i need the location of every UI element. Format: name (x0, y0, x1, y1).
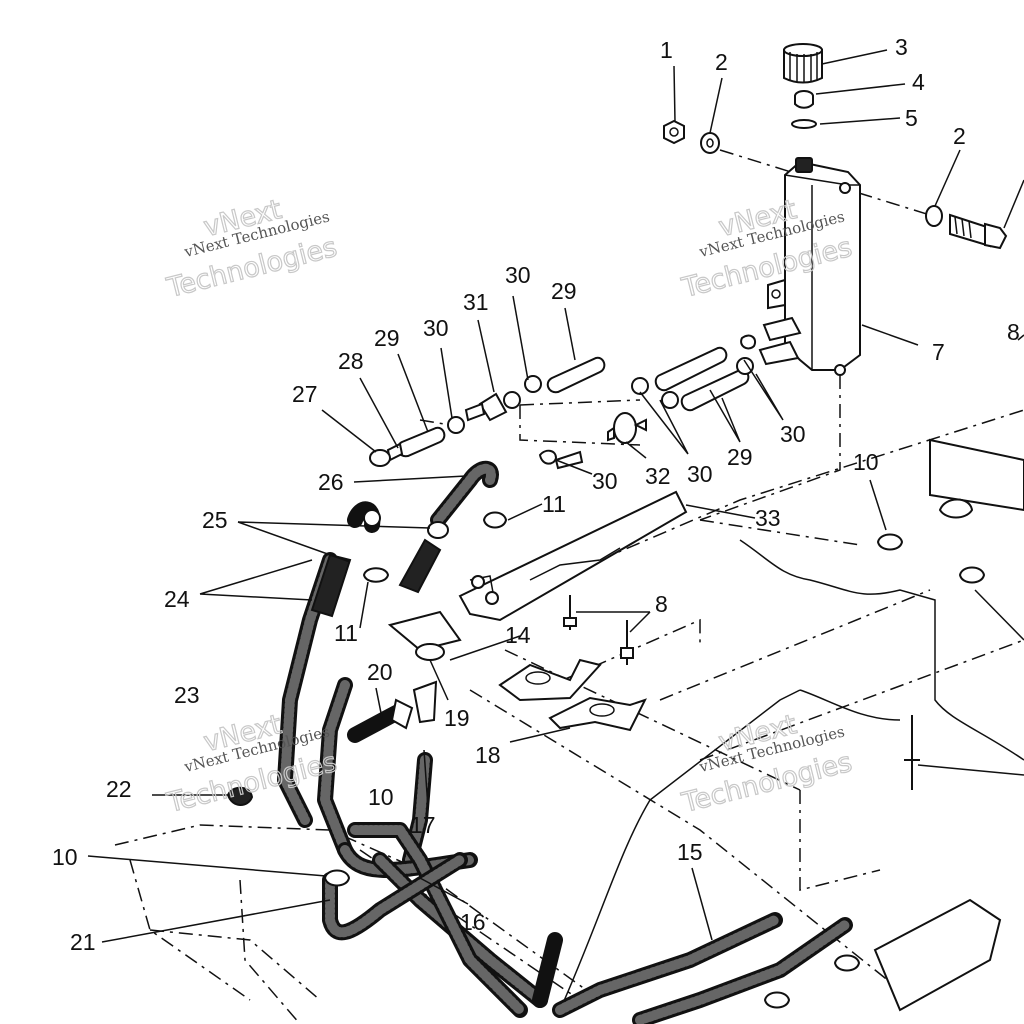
callout-29: 29 (727, 444, 753, 470)
callout-30: 30 (592, 468, 618, 494)
callout-10: 10 (52, 844, 78, 870)
hose-part-26 (430, 460, 499, 528)
fitting-part-30-d (524, 375, 542, 393)
callout-30: 30 (423, 315, 449, 341)
frame-bracket-right (873, 438, 1024, 1012)
fitting-part-30-a (740, 334, 756, 350)
hose-part-20-fitting (347, 698, 414, 743)
watermark-bottom-right: vNext Technologies vNext Technologies (678, 709, 856, 820)
hose-part-20 (317, 677, 353, 858)
bracket-part-18 (498, 658, 647, 732)
mount-bracket-part-33 (458, 490, 688, 622)
callout-10: 10 (853, 449, 879, 475)
callout-30: 30 (780, 421, 806, 447)
callout-17: 17 (410, 812, 436, 838)
callout-32: 32 (645, 463, 671, 489)
clamp-part-11 (362, 511, 508, 583)
fitting-part-30-b (631, 357, 754, 409)
valve-part-32 (607, 412, 647, 444)
callout-26: 26 (318, 469, 344, 495)
o-ring-part-5 (791, 119, 817, 129)
clamp-part-10 (323, 533, 986, 1009)
callout-23: 23 (174, 682, 200, 708)
callout-30: 30 (687, 461, 713, 487)
fitting-part-24 (310, 538, 442, 618)
reservoir-cap-part-3 (783, 43, 823, 84)
callout-1: 1 (660, 37, 673, 63)
watermark-top-left: vNext Technologies vNext Technologies (163, 194, 341, 305)
leader-lines (87, 49, 1024, 943)
bolt-part-8-b (620, 620, 634, 665)
fitting-part-30-c (538, 449, 584, 470)
callout-19: 19 (444, 705, 470, 731)
callout-3: 3 (895, 34, 908, 60)
washer-part-2-right (925, 205, 943, 227)
plug-part-4 (794, 90, 814, 109)
callout-29: 29 (374, 325, 400, 351)
watermark-top-right: vNext Technologies vNext Technologies (678, 194, 856, 305)
hose-part-15 (532, 912, 853, 1024)
hose-segment-part-29-top (546, 356, 606, 394)
callout-8: 8 (1007, 319, 1020, 345)
clamp-part-27 (369, 449, 391, 467)
callout-2: 2 (953, 123, 966, 149)
callout-11: 11 (542, 491, 566, 517)
callout-20: 20 (367, 659, 393, 685)
callout-16: 16 (460, 909, 486, 935)
callout-labels: 1 2 3 4 5 2 7 8 30 29 31 30 29 28 27 30 … (52, 34, 1020, 955)
callout-33: 33 (755, 505, 781, 531)
callout-27: 27 (292, 381, 318, 407)
callout-11: 11 (334, 620, 358, 646)
callout-10: 10 (368, 784, 394, 810)
hose-segment-part-29-left (396, 426, 446, 458)
callout-30: 30 (505, 262, 531, 288)
callout-2: 2 (715, 49, 728, 75)
hose-part-21 (322, 852, 468, 941)
callout-24: 24 (164, 586, 190, 612)
callout-25: 25 (202, 507, 228, 533)
callout-8: 8 (655, 591, 668, 617)
callout-15: 15 (677, 839, 703, 865)
callout-14: 14 (505, 622, 531, 648)
callout-18: 18 (475, 742, 501, 768)
callout-7: 7 (932, 339, 945, 365)
clamp-part-22 (226, 786, 254, 806)
washer-part-2-left (700, 132, 720, 154)
callout-28: 28 (338, 348, 364, 374)
callout-31: 31 (463, 289, 489, 315)
bolt-part (949, 213, 1008, 250)
callout-5: 5 (905, 105, 918, 131)
callout-4: 4 (912, 69, 925, 95)
bolt-part-8-a (563, 595, 577, 630)
hose-segment-part-29-upper (654, 346, 728, 392)
plate-part-19 (387, 610, 462, 661)
brake-reservoir-part-7 (758, 157, 861, 376)
filter-part-31 (464, 391, 521, 422)
callout-29: 29 (551, 278, 577, 304)
body-panel (559, 539, 1024, 1011)
nut-part-1 (663, 119, 685, 145)
callout-22: 22 (106, 776, 132, 802)
fitting-part-30-e (447, 416, 465, 434)
callout-21: 21 (70, 929, 96, 955)
